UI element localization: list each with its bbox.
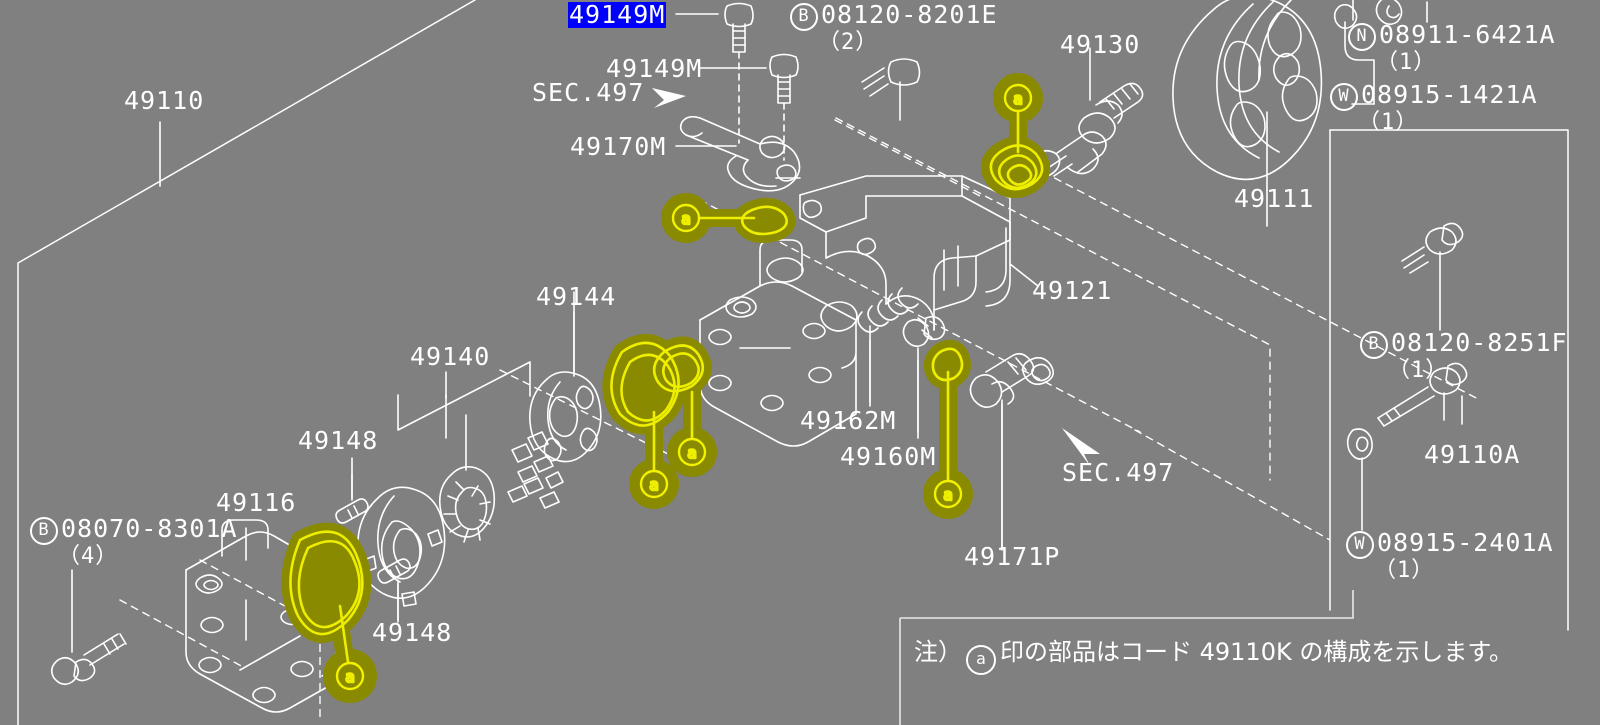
part-08915-2401a-washer bbox=[1346, 428, 1373, 531]
bolt-08070-8301a bbox=[50, 569, 127, 686]
sec497-arrow-bottom bbox=[1062, 428, 1100, 466]
sec497-arrow-top bbox=[652, 88, 686, 108]
label-49121[interactable]: 49121 bbox=[1032, 276, 1113, 305]
callout-qty: （1） bbox=[1374, 558, 1435, 583]
label-49148-upper[interactable]: 49148 bbox=[298, 426, 379, 455]
part-pulley-nut-washer bbox=[1333, 0, 1403, 105]
callout-code: 08911-6421A bbox=[1379, 20, 1556, 49]
part-49111-pulley bbox=[1172, 0, 1323, 191]
label-49130[interactable]: 49130 bbox=[1060, 30, 1141, 59]
badge-w-icon: W bbox=[1346, 531, 1374, 559]
part-49110a-bolt bbox=[1377, 362, 1468, 427]
label-49140[interactable]: 49140 bbox=[410, 342, 491, 371]
part-49144-cover-plate bbox=[529, 291, 602, 463]
label-49116[interactable]: 49116 bbox=[216, 488, 297, 517]
callout-49121-leader bbox=[1009, 263, 1039, 287]
badge-b-icon: B bbox=[790, 3, 818, 31]
callout-qty: （2） bbox=[818, 30, 879, 55]
label-leader-lines bbox=[159, 13, 1463, 621]
a-marker-icon: a bbox=[966, 645, 996, 675]
note-body: 印の部品はコード 49110K の構成を示します。 bbox=[1000, 638, 1513, 666]
label-49149m-second[interactable]: 49149M bbox=[606, 54, 703, 83]
label-49160m[interactable]: 49160M bbox=[840, 442, 937, 471]
badge-b-icon: B bbox=[1360, 331, 1388, 359]
badge-w-icon: W bbox=[1330, 83, 1358, 111]
label-49144[interactable]: 49144 bbox=[536, 282, 617, 311]
callout-qty: （1） bbox=[1376, 50, 1437, 75]
label-49171p[interactable]: 49171P bbox=[964, 542, 1061, 571]
bolt-08120-8201e bbox=[861, 58, 921, 121]
callout-code: 08070-8301A bbox=[61, 514, 238, 543]
callout-code: 08915-2401A bbox=[1377, 528, 1554, 557]
badge-b-icon: B bbox=[30, 517, 58, 545]
label-49110a[interactable]: 49110A bbox=[1424, 440, 1521, 469]
label-49149m-selected[interactable]: 49149M bbox=[568, 0, 667, 29]
part-49121-bracket bbox=[799, 175, 1011, 331]
label-49148-lower[interactable]: 49148 bbox=[372, 618, 453, 647]
bolt-08120-8251f bbox=[1401, 222, 1464, 331]
callout-qty: （1） bbox=[1388, 358, 1449, 383]
callout-code: 08120-8201E bbox=[821, 0, 998, 29]
badge-n-icon: N bbox=[1348, 23, 1376, 51]
part-49140-rotor-kit bbox=[357, 361, 564, 607]
label-49111[interactable]: 49111 bbox=[1234, 184, 1315, 213]
label-49110[interactable]: 49110 bbox=[124, 86, 205, 115]
callout-qty: （1） bbox=[1358, 110, 1419, 135]
label-49162m[interactable]: 49162M bbox=[800, 406, 897, 435]
label-sec497-top[interactable]: SEC.497 bbox=[532, 78, 645, 107]
label-sec497-bottom[interactable]: SEC.497 bbox=[1062, 458, 1175, 487]
callout-qty: （4） bbox=[58, 544, 119, 569]
label-49170m[interactable]: 49170M bbox=[570, 132, 667, 161]
callout-code: 08915-1421A bbox=[1361, 80, 1538, 109]
part-49170m-hose-fitting bbox=[679, 115, 801, 192]
callout-code: 08120-8251F bbox=[1391, 328, 1568, 357]
assembly-boundary bbox=[17, 0, 1569, 725]
note-prefix: 注） bbox=[914, 638, 962, 666]
